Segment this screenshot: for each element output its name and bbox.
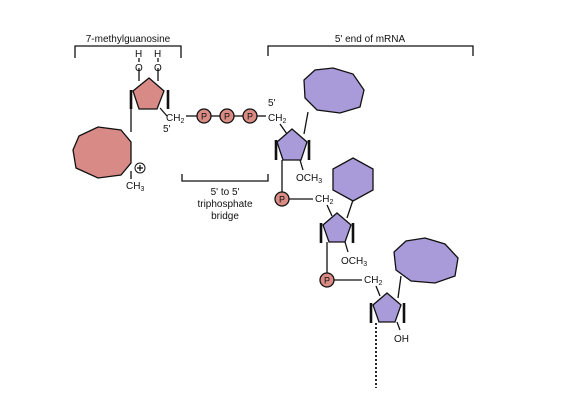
svg-text:P: P bbox=[201, 112, 207, 122]
cap-five-prime-label: 5' bbox=[163, 124, 171, 135]
mrna-ch2-label-2: CH2 bbox=[315, 194, 333, 206]
svg-text:P: P bbox=[224, 112, 230, 122]
cap-sugar-pentagon bbox=[132, 77, 165, 110]
mrna-phosphate-1: P bbox=[274, 191, 290, 207]
triphosphate-bridge: P P P 5' to 5' triphosphate bridge bbox=[181, 108, 269, 222]
mrna-sugar-2 bbox=[319, 212, 355, 243]
cap-o-right: O bbox=[154, 63, 162, 74]
cap-base-octagon bbox=[72, 126, 132, 179]
mrna-base-2 bbox=[332, 157, 374, 202]
cap-sugar-ring: H H O O bbox=[129, 49, 170, 110]
mrna-ch2-label-3: CH2 bbox=[364, 275, 382, 287]
mrna-phosphate-2: P bbox=[319, 272, 335, 288]
cap-h-right: H bbox=[154, 49, 161, 60]
bridge-phosphate-1: P bbox=[196, 108, 212, 124]
cap-methyl-label: CH3 bbox=[126, 181, 144, 193]
mrna-base-3 bbox=[393, 237, 459, 284]
mrna-oh-label: OH bbox=[394, 334, 409, 345]
svg-text:P: P bbox=[324, 276, 330, 286]
mrna-ch2-label-1: CH2 bbox=[268, 113, 286, 125]
mrna-base-1 bbox=[303, 67, 365, 114]
bridge-bracket bbox=[181, 174, 269, 182]
mrna-five-prime-label: 5' bbox=[268, 98, 276, 109]
mrna-och3-label-2: OCH3 bbox=[341, 256, 367, 268]
svg-text:P: P bbox=[247, 112, 253, 122]
mrna-sugar-3 bbox=[369, 292, 406, 323]
cap-o-left: O bbox=[135, 63, 143, 74]
bridge-label-line2: triphosphate bbox=[197, 199, 252, 210]
bridge-label-line3: bridge bbox=[211, 211, 239, 222]
cap-bracket-label: 7-methylguanosine bbox=[86, 34, 171, 45]
mrna-sugar-1 bbox=[274, 128, 311, 161]
cap-ch2-label: CH2 bbox=[166, 113, 184, 125]
mrna-bracket-label: 5' end of mRNA bbox=[335, 34, 406, 45]
bridge-label-line1: 5' to 5' bbox=[211, 187, 240, 198]
cap-h-left: H bbox=[135, 49, 142, 60]
cap-bracket: 7-methylguanosine bbox=[74, 34, 182, 58]
bridge-phosphate-3: P bbox=[242, 108, 258, 124]
mrna-och3-label-1: OCH3 bbox=[296, 173, 322, 185]
cap-base-ring: CH3 bbox=[72, 126, 146, 193]
svg-text:P: P bbox=[279, 195, 285, 205]
bridge-phosphate-2: P bbox=[219, 108, 235, 124]
mrna-bracket: 5' end of mRNA bbox=[267, 34, 474, 56]
